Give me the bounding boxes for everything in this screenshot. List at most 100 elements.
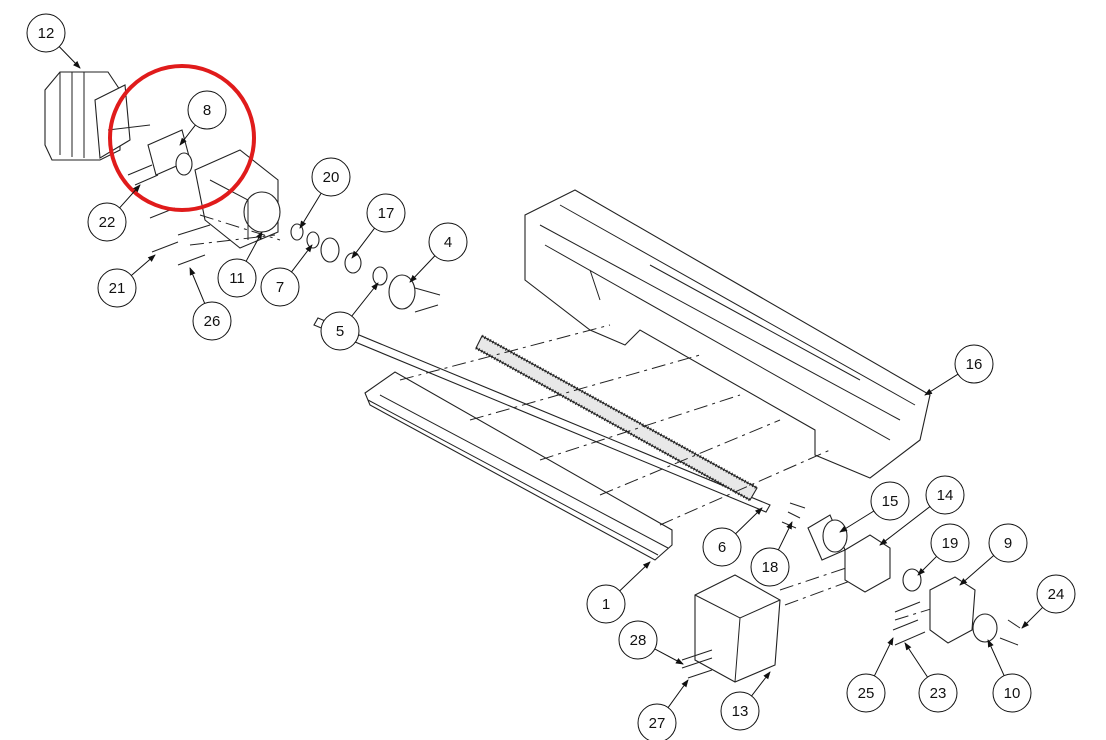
balloon-20: 20 (299, 157, 351, 229)
balloon-number: 21 (109, 280, 126, 297)
balloon-9: 9 (959, 523, 1028, 586)
balloon-circle (750, 547, 790, 587)
balloon-number: 22 (99, 214, 116, 231)
leader-line (119, 184, 141, 209)
balloon-10: 10 (987, 639, 1032, 713)
assembly-lines (189, 214, 961, 621)
leader-line (299, 192, 322, 229)
balloon-number: 28 (630, 632, 647, 649)
balloon-number: 27 (649, 715, 666, 732)
balloon-19: 19 (917, 523, 970, 576)
balloon-number: 25 (858, 685, 875, 702)
leader-line (131, 254, 156, 276)
balloon-circle (618, 620, 658, 660)
leader-line (917, 556, 937, 576)
balloon-16: 16 (924, 344, 994, 396)
bearings (290, 223, 416, 310)
balloon-circle (87, 202, 127, 242)
leader-line (873, 637, 894, 677)
balloon-circle (992, 673, 1032, 713)
balloon-26: 26 (189, 267, 232, 341)
balloon-number: 23 (930, 685, 947, 702)
balloon-circle (428, 222, 468, 262)
leader-line (1021, 607, 1043, 629)
leader-line (189, 267, 206, 304)
leader-line (667, 679, 689, 708)
balloon-circle (311, 157, 351, 197)
leader-line (904, 642, 928, 678)
balloon-number: 14 (937, 487, 954, 504)
balloon-7: 7 (260, 244, 313, 307)
balloon-number: 16 (966, 356, 983, 373)
leader-line (291, 244, 313, 273)
balloon-number: 1 (602, 596, 610, 613)
balloon-number: 5 (336, 323, 344, 340)
balloon-18: 18 (750, 521, 793, 587)
end-block (681, 574, 781, 683)
balloon-number: 13 (732, 703, 749, 720)
balloon-circle (918, 673, 958, 713)
balloon-circle (702, 527, 742, 567)
balloon-circle (366, 193, 406, 233)
balloon-layer: 12 8 22 20 17 4 21 11 7 26 5 16 15 14 618 19 9 1 24 28 25 23 1… (26, 13, 1076, 740)
coupler-part (147, 129, 193, 176)
balloon-number: 17 (378, 205, 395, 222)
motor-mount (194, 149, 281, 249)
leader-line (987, 639, 1005, 676)
balloon-5: 5 (320, 282, 379, 351)
balloon-21: 21 (97, 254, 156, 308)
leader-line (619, 561, 651, 592)
balloon-23: 23 (904, 642, 958, 713)
balloon-4: 4 (409, 222, 468, 283)
leader-line (654, 648, 684, 665)
leader-line (879, 506, 931, 546)
balloon-number: 7 (276, 279, 284, 296)
balloon-24: 24 (1021, 574, 1076, 629)
balloon-circle (870, 481, 910, 521)
balloon-circle (586, 584, 626, 624)
leader-line (777, 521, 793, 551)
screws-left (127, 164, 441, 313)
balloon-circle (260, 267, 300, 307)
balloon-22: 22 (87, 184, 141, 242)
balloon-circle (320, 311, 360, 351)
leader-line (245, 231, 263, 262)
balloon-number: 19 (942, 535, 959, 552)
balloon-circle (97, 268, 137, 308)
balloon-circle (217, 258, 257, 298)
balloon-25: 25 (846, 637, 894, 713)
balloon-circle (637, 703, 677, 740)
cover-angle (364, 371, 673, 561)
leader-line (179, 124, 196, 146)
balloon-11: 11 (217, 231, 263, 298)
balloon-circle (26, 13, 66, 53)
balloon-number: 9 (1004, 535, 1012, 552)
balloon-8: 8 (179, 90, 227, 146)
balloon-circle (988, 523, 1028, 563)
balloon-6: 6 (702, 507, 763, 567)
leader-line (58, 46, 81, 69)
balloon-13: 13 (720, 671, 771, 731)
balloon-14: 14 (879, 475, 965, 546)
balloon-circle (1036, 574, 1076, 614)
leader-line (409, 255, 436, 283)
balloon-circle (954, 344, 994, 384)
nut-parts (781, 502, 1021, 646)
balloon-circle (192, 301, 232, 341)
balloon-1: 1 (586, 561, 651, 624)
balloon-27: 27 (637, 679, 689, 740)
balloon-number: 20 (323, 169, 340, 186)
leader-line (351, 282, 379, 317)
balloon-number: 11 (229, 270, 245, 287)
balloon-17: 17 (351, 193, 406, 259)
balloon-circle (187, 90, 227, 130)
balloon-number: 26 (204, 313, 221, 330)
base-rail (524, 189, 931, 479)
leader-line (924, 373, 959, 396)
balloon-12: 12 (26, 13, 81, 69)
highlight-circle (108, 64, 256, 212)
balloon-number: 8 (203, 102, 211, 119)
balloon-number: 15 (882, 493, 899, 510)
balloon-number: 18 (762, 559, 779, 576)
balloon-number: 10 (1004, 685, 1021, 702)
